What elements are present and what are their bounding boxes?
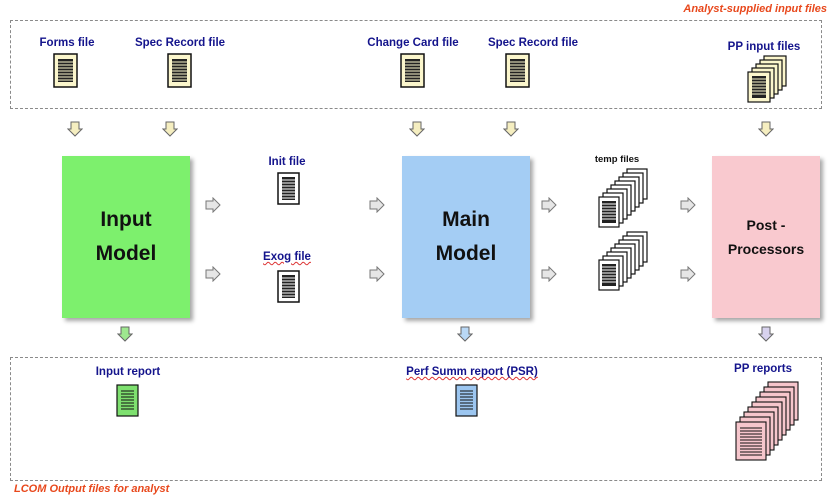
post-processors-line2: Processors — [727, 241, 805, 257]
input-model-box: Input Model — [62, 156, 190, 318]
temp-files-label: temp files — [594, 154, 640, 165]
spec-record-file-label-1: Spec Record file — [134, 37, 226, 49]
spec-record-file-label-2: Spec Record file — [487, 37, 579, 49]
exog-file-label: Exog file — [263, 251, 311, 263]
init-file-doc-icon — [277, 172, 301, 206]
input-report-doc-icon — [116, 384, 140, 418]
input-files-region — [10, 20, 822, 109]
post-processors-line1: Post - — [746, 217, 786, 233]
pp-input-files-stack-icon — [744, 55, 790, 109]
temp-files-stack-icon-1 — [593, 168, 651, 232]
down-arrow-icon — [758, 326, 774, 342]
pp-reports-stack-icon — [730, 380, 804, 470]
input-model-line1: Input — [100, 208, 152, 231]
down-arrow-icon — [457, 326, 473, 342]
output-files-region — [10, 357, 822, 481]
main-model-line1: Main — [442, 208, 490, 231]
down-arrow-icon — [117, 326, 133, 342]
down-arrow-icon — [758, 121, 774, 137]
lcom-output-label: LCOM Output files for analyst — [14, 483, 170, 495]
pp-reports-label: PP reports — [734, 363, 792, 375]
right-arrow-icon — [541, 266, 557, 282]
right-arrow-icon — [369, 266, 385, 282]
temp-files-stack-icon-2 — [593, 231, 651, 295]
analyst-input-label: Analyst-supplied input files — [683, 3, 827, 15]
forms-file-label: Forms file — [39, 37, 95, 49]
down-arrow-icon — [409, 121, 425, 137]
exog-file-doc-icon — [277, 270, 301, 304]
input-report-label: Input report — [95, 366, 161, 378]
right-arrow-icon — [205, 266, 221, 282]
change-card-file-label: Change Card file — [367, 37, 459, 49]
change-card-doc-icon — [400, 53, 426, 89]
right-arrow-icon — [680, 197, 696, 213]
down-arrow-icon — [162, 121, 178, 137]
main-model-line2: Model — [435, 242, 497, 265]
forms-file-doc-icon — [53, 53, 79, 89]
pp-input-files-label: PP input files — [727, 41, 801, 53]
right-arrow-icon — [541, 197, 557, 213]
down-arrow-icon — [503, 121, 519, 137]
spec-record-doc-icon-2 — [505, 53, 531, 89]
right-arrow-icon — [369, 197, 385, 213]
down-arrow-icon — [67, 121, 83, 137]
post-processors-box: Post - Processors — [712, 156, 820, 318]
main-model-box: Main Model — [402, 156, 530, 318]
psr-label: Perf Summ report (PSR) — [406, 366, 538, 378]
spec-record-doc-icon-1 — [167, 53, 193, 89]
psr-label-text: Perf Summ report (PSR) — [406, 366, 538, 378]
init-file-label: Init file — [268, 156, 306, 168]
input-model-line2: Model — [95, 242, 157, 265]
psr-doc-icon — [455, 384, 479, 418]
right-arrow-icon — [205, 197, 221, 213]
right-arrow-icon — [680, 266, 696, 282]
